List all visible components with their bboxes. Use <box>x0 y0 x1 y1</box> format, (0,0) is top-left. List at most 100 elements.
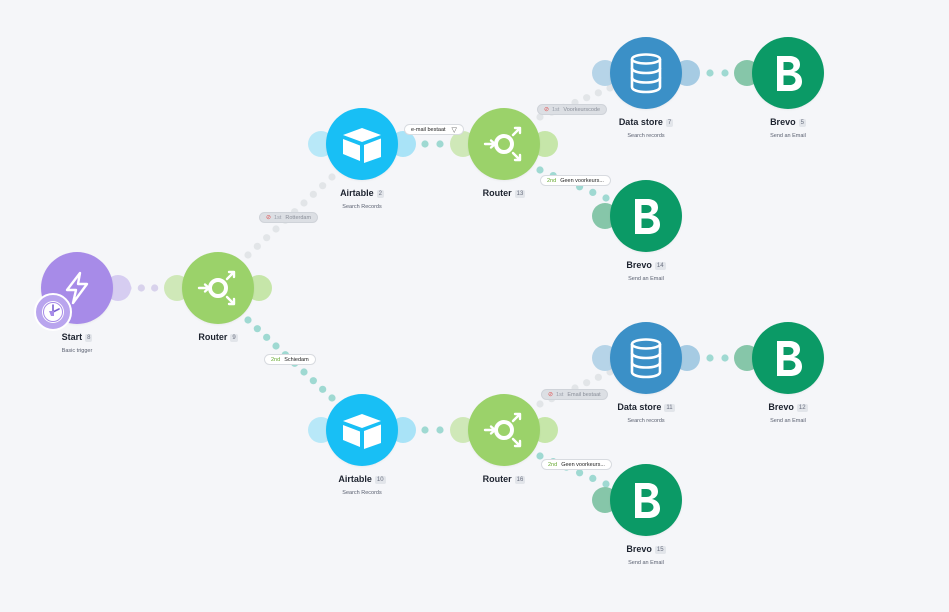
connection-dot <box>272 342 280 350</box>
filter-badge-rotterdam[interactable]: ⊘ 1st Rotterdam <box>259 212 319 223</box>
connection-dot <box>263 234 271 242</box>
connection-dot <box>263 333 271 341</box>
connection-dot <box>594 89 602 97</box>
router-icon <box>476 402 532 458</box>
connection-dot <box>244 316 252 324</box>
connection-dot <box>319 182 327 190</box>
module-name: Router <box>482 474 512 484</box>
module-subtitle: Send an Email <box>628 560 664 566</box>
module-subtitle: Search Records <box>342 204 382 210</box>
schedule-clock-icon[interactable] <box>34 293 72 331</box>
module-number-badge: 10 <box>374 475 386 484</box>
module-subtitle: Search records <box>627 133 665 139</box>
connection-dot <box>536 452 544 460</box>
filter-badge-schiedam[interactable]: 2nd Schiedam <box>264 354 316 365</box>
connection-dot <box>536 113 544 121</box>
lightning-icon <box>62 271 92 305</box>
filter-disabled-icon: ⊘ <box>544 107 550 113</box>
connection-dot <box>721 69 729 77</box>
module-name: Airtable <box>338 474 372 484</box>
filter-disabled-icon: ⊘ <box>548 392 554 398</box>
connection-dot <box>421 140 429 148</box>
connection-dot <box>589 188 597 196</box>
connection-dot <box>300 368 308 376</box>
module-name: Data store <box>618 117 663 127</box>
airtable-module-circle[interactable] <box>326 394 398 466</box>
module-subtitle: Send an Email <box>628 276 664 282</box>
airtable-module-circle[interactable] <box>326 108 398 180</box>
router-icon <box>476 116 532 172</box>
brevo-module-circle[interactable] <box>752 322 824 394</box>
filter-badge-geen-voorkeurs-1[interactable]: 2nd Geen voorkeurs... <box>540 175 611 186</box>
filter-badge-email-exists[interactable]: e-mail bestaat ▽ <box>404 124 464 135</box>
connection-dot <box>583 379 591 387</box>
filter-disabled-icon: ⊘ <box>266 215 272 221</box>
module-name: Start <box>61 332 83 342</box>
connection-dot <box>309 377 317 385</box>
brevo-icon <box>628 194 664 238</box>
module-name: Router <box>482 188 512 198</box>
module-number-badge: 12 <box>796 403 808 412</box>
module-number-badge: 2 <box>376 189 384 198</box>
connection-dot <box>253 242 261 250</box>
module-subtitle: Send an Email <box>770 418 806 424</box>
connection-dot <box>602 194 610 202</box>
connection-dot <box>436 140 444 148</box>
connection-dot <box>576 469 584 477</box>
module-number-badge: 15 <box>654 545 666 554</box>
connection-dot <box>244 251 252 259</box>
module-name: Router <box>198 332 228 342</box>
connection-dot <box>137 284 145 292</box>
connection-dot <box>721 354 729 362</box>
connection-dot <box>706 354 714 362</box>
module-subtitle: Basic trigger <box>61 348 93 354</box>
brevo-icon <box>770 51 806 95</box>
connection-dot <box>583 94 591 102</box>
module-subtitle: Search records <box>627 418 665 424</box>
database-module-circle[interactable] <box>610 322 682 394</box>
filter-badge-voorkeurscode[interactable]: ⊘ 1st Voorkeurscode <box>537 104 608 115</box>
brevo-module-circle[interactable] <box>752 37 824 109</box>
module-number-badge: 8 <box>85 333 93 342</box>
connection-dot <box>319 385 327 393</box>
database-module-circle[interactable] <box>610 37 682 109</box>
connection-dot <box>536 166 544 174</box>
module-number-badge: 5 <box>798 118 806 127</box>
connection-dot <box>536 400 544 408</box>
database-icon <box>628 337 664 379</box>
router-module-circle[interactable] <box>182 252 254 324</box>
module-name: Brevo <box>626 544 652 554</box>
connection-dot <box>421 426 429 434</box>
connection-dot <box>253 325 261 333</box>
connection-dot <box>589 474 597 482</box>
connection-dot <box>594 373 602 381</box>
filter-funnel-icon: ▽ <box>451 126 457 134</box>
connection-dot <box>436 426 444 434</box>
filter-badge-email-bestaat[interactable]: ⊘ 1st Email bestaat <box>541 389 608 400</box>
filter-badge-geen-voorkeurs-2[interactable]: 2nd Geen voorkeurs... <box>541 459 612 470</box>
module-subtitle: Send an Email <box>770 133 806 139</box>
module-name: Brevo <box>770 117 796 127</box>
airtable-icon <box>339 410 385 450</box>
router-module-circle[interactable] <box>468 108 540 180</box>
brevo-module-circle[interactable] <box>610 464 682 536</box>
database-icon <box>628 52 664 94</box>
connection-dot <box>328 394 336 402</box>
module-number-badge: 9 <box>230 333 238 342</box>
connection-dot <box>151 284 159 292</box>
module-subtitle: Search Records <box>342 490 382 496</box>
connection-dot <box>300 199 308 207</box>
brevo-module-circle[interactable] <box>610 180 682 252</box>
connection-dot <box>706 69 714 77</box>
router-icon <box>190 260 246 316</box>
router-module-circle[interactable] <box>468 394 540 466</box>
module-name: Brevo <box>768 402 794 412</box>
